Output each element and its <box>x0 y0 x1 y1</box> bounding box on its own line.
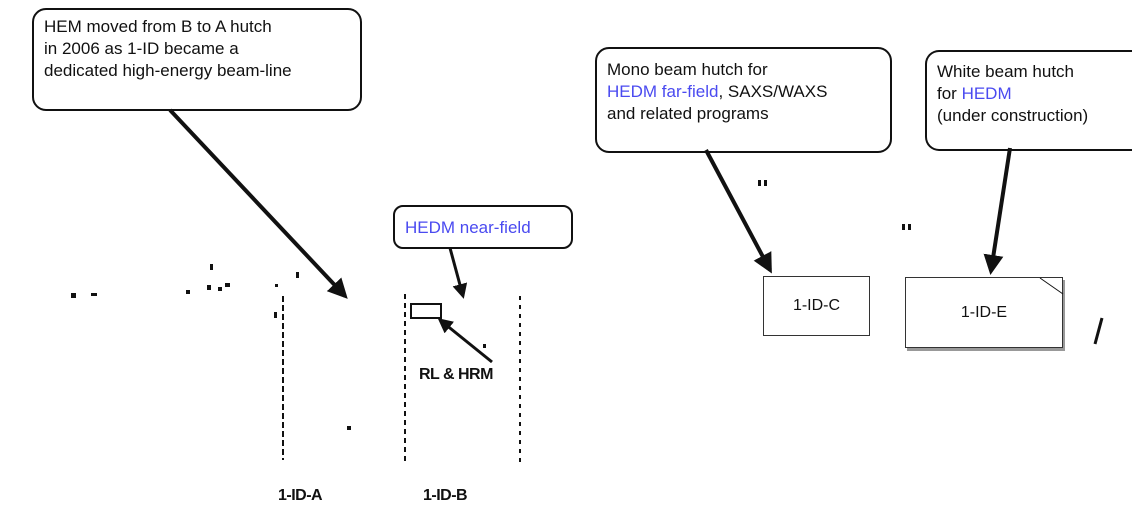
callout-mono-beam-hutch: Mono beam hutch for HEDM far-field, SAXS… <box>595 47 892 153</box>
hutch-1-id-c-label: 1-ID-C <box>792 297 841 314</box>
hedm-link[interactable]: HEDM <box>961 84 1012 103</box>
callout-hem-moved: HEM moved from B to A hutch in 2006 as 1… <box>32 8 362 111</box>
mark <box>225 283 230 287</box>
mark <box>275 284 278 287</box>
mark <box>218 287 222 291</box>
hutch-1-id-e: 1-ID-E <box>905 277 1063 348</box>
callout-mono-line1: Mono beam hutch for <box>607 60 768 79</box>
hutch-1-id-c: 1-ID-C <box>763 276 870 336</box>
hutch-1-id-e-label: 1-ID-E <box>960 303 1008 321</box>
component-box <box>410 303 442 319</box>
callout-white-line3: (under construction) <box>937 106 1089 125</box>
mark <box>1093 317 1104 345</box>
mark <box>347 426 351 430</box>
callout-white-line2: for HEDM <box>937 83 1122 105</box>
mark <box>902 224 905 230</box>
callout-hem-line3: dedicated high-energy beam-line <box>44 61 292 80</box>
label-1-id-a: 1-ID-A <box>278 487 323 504</box>
callout-mono-line2: HEDM far-field, SAXS/WAXS <box>607 81 880 103</box>
callout-hem-line1: HEM moved from B to A hutch <box>44 17 272 36</box>
callout-white-line1: White beam hutch <box>937 62 1075 81</box>
mark <box>908 224 911 230</box>
mark <box>91 293 97 296</box>
hedm-far-field-link[interactable]: HEDM far-field <box>607 82 719 101</box>
callout-white-line2-pre: for <box>937 84 962 103</box>
mark <box>764 180 767 186</box>
callout-mono-line3: and related programs <box>607 104 769 123</box>
arrow-rl-hrm <box>437 318 493 364</box>
callout-hem-line2: in 2006 as 1-ID became a <box>44 39 239 58</box>
label-1-id-b: 1-ID-B <box>423 487 468 504</box>
arrow-near-field <box>448 247 468 299</box>
arrow-mono <box>704 149 772 274</box>
mark <box>207 285 211 290</box>
callout-mono-line2-rest: , SAXS/WAXS <box>718 82 828 101</box>
arrow-white <box>983 147 1012 275</box>
callout-hedm-near-field: HEDM near-field <box>393 205 573 249</box>
mark <box>210 264 213 270</box>
callout-near-label[interactable]: HEDM near-field <box>405 218 531 237</box>
mark <box>186 290 190 294</box>
mark <box>758 180 761 186</box>
label-rl-hrm: RL & HRM <box>419 366 493 383</box>
callout-white-beam-hutch: White beam hutch for HEDM (under constru… <box>925 50 1132 151</box>
e-corner <box>1039 277 1064 295</box>
mark <box>296 272 299 278</box>
mark <box>274 312 277 318</box>
arrow-hem-to-hutch-a <box>168 108 348 299</box>
mark <box>483 344 486 348</box>
mark <box>71 293 76 298</box>
